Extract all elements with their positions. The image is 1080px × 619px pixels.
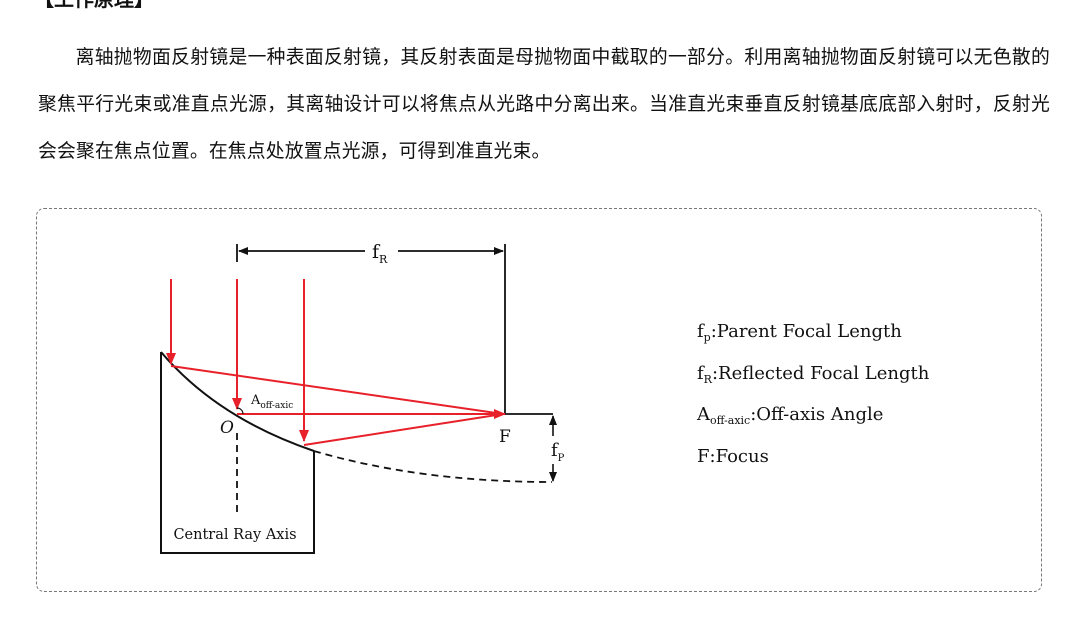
section-heading: 【工作原理】 <box>34 0 154 11</box>
legend-item-parent-focal-length: fp:Parent Focal Length <box>697 321 902 344</box>
legend: fp:Parent Focal Length fR:Reflected Foca… <box>697 318 929 484</box>
legend-item-focus: F:Focus <box>697 445 769 467</box>
central-ray-axis-label: Central Ray Axis <box>173 527 296 543</box>
off-axis-angle-label: Aoff-axic <box>250 393 293 411</box>
mirror-body <box>160 352 315 554</box>
origin-label: O <box>220 418 234 438</box>
figure-frame <box>36 208 1042 592</box>
principle-paragraph: 离轴抛物面反射镜是一种表面反射镜，其反射表面是母抛物面中截取的一部分。利用离轴抛… <box>38 47 1050 162</box>
off-axis-angle-arc <box>236 407 244 415</box>
legend-item-reflected-focal-length: fR:Reflected Focal Length <box>697 362 930 386</box>
reflected-ray-3 <box>303 413 504 446</box>
fp-label: fP <box>551 440 565 464</box>
fr-label: fR <box>372 241 388 266</box>
focus-label: F <box>499 427 511 447</box>
reflected-ray-1 <box>170 365 504 415</box>
legend-item-off-axis-angle: Aoff-axic:Off-axis Angle <box>697 404 884 427</box>
parent-parabola-extension <box>313 450 553 483</box>
